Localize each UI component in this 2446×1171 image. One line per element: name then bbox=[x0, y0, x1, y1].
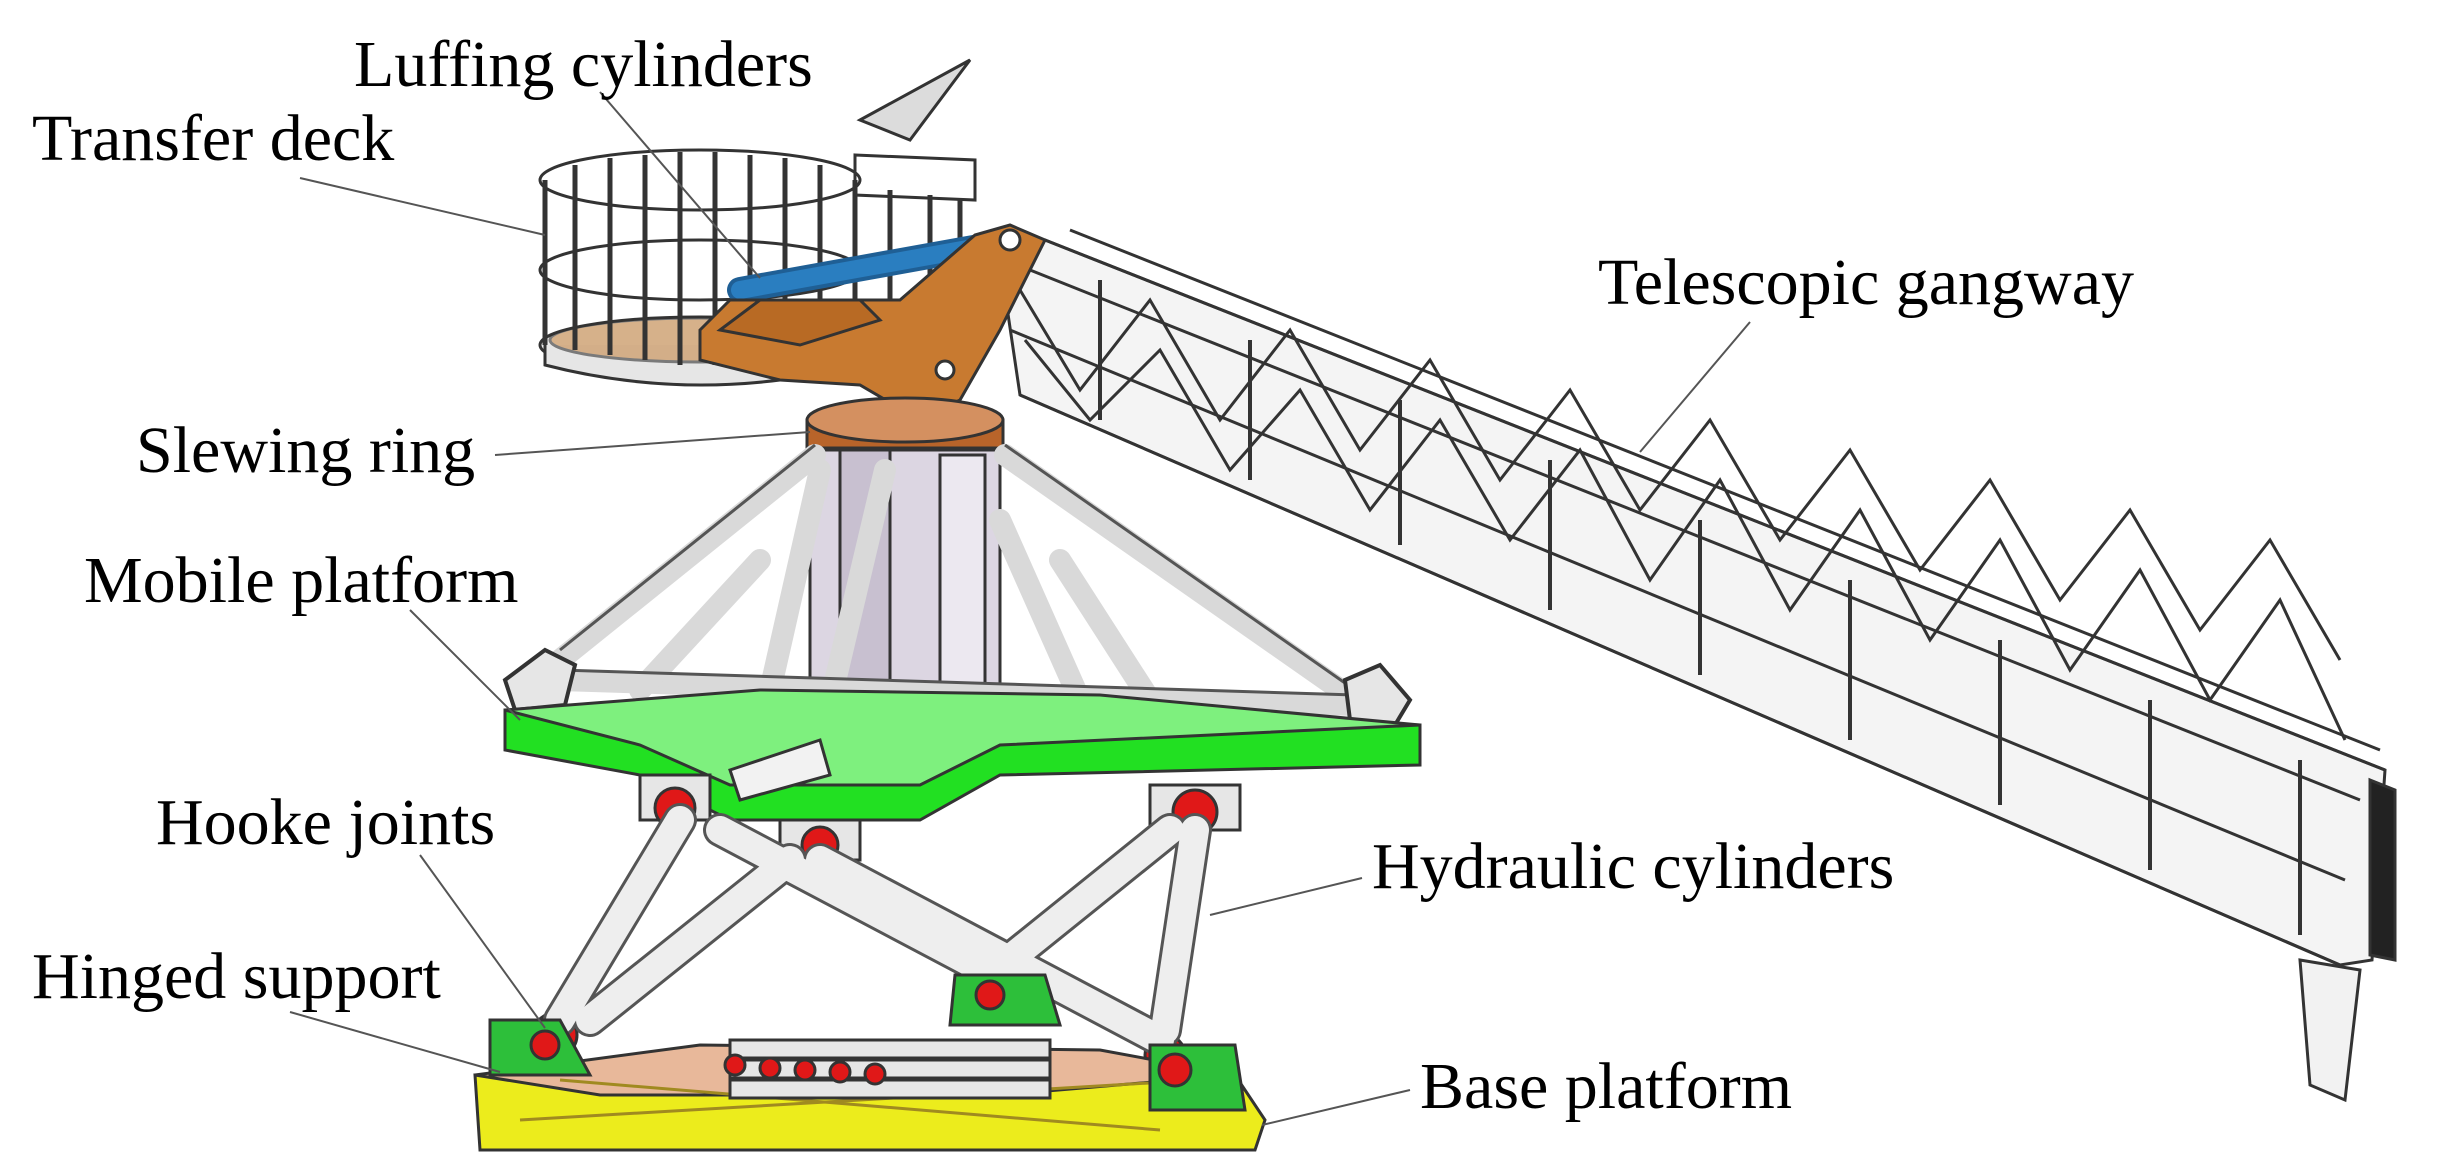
leader-telescopic bbox=[1639, 321, 1751, 453]
leader-hinged bbox=[289, 1011, 501, 1073]
label-base-platform: Base platform bbox=[1420, 1050, 1793, 1123]
leader-luffing bbox=[599, 91, 761, 279]
telescopic-gangway bbox=[998, 228, 2397, 1103]
label-hooke-joints: Hooke joints bbox=[156, 786, 496, 859]
boom-arm bbox=[698, 223, 1048, 422]
cylinder-bundle bbox=[723, 1038, 1052, 1100]
leader-transfer bbox=[299, 177, 546, 236]
label-luffing-cylinders: Luffing cylinders bbox=[354, 28, 813, 101]
hinged-support-middle bbox=[948, 973, 1063, 1027]
label-telescopic-gangway: Telescopic gangway bbox=[1598, 246, 2134, 319]
mobile-platform bbox=[503, 688, 1422, 822]
leader-mobile bbox=[409, 609, 521, 721]
label-slewing-ring: Slewing ring bbox=[136, 414, 476, 487]
label-hinged-support: Hinged support bbox=[32, 940, 441, 1013]
label-transfer-deck: Transfer deck bbox=[32, 102, 395, 175]
leader-slewing bbox=[494, 431, 811, 456]
hydraulic-cylinders bbox=[543, 803, 1212, 1057]
hinged-support-right bbox=[1148, 1043, 1247, 1112]
leader-hooke bbox=[419, 854, 546, 1029]
label-hydraulic-cylinders: Hydraulic cylinders bbox=[1372, 830, 1895, 903]
luffing-cylinders bbox=[727, 232, 1003, 303]
slewing-ring bbox=[805, 396, 1005, 461]
label-mobile-platform: Mobile platform bbox=[84, 544, 519, 617]
hinged-supports bbox=[488, 973, 1247, 1112]
base-platform bbox=[473, 1038, 1267, 1152]
leader-base bbox=[1261, 1089, 1411, 1126]
hinged-support-left bbox=[488, 1018, 593, 1077]
leader-lines bbox=[289, 91, 1751, 1126]
leader-hydraulic bbox=[1209, 877, 1363, 916]
